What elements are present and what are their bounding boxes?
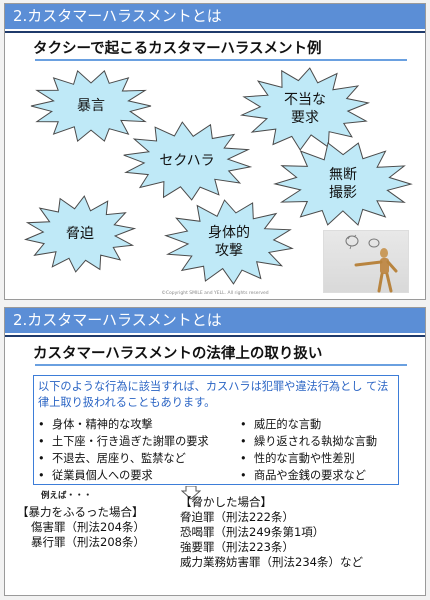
list-item: •従業員個人への要求 <box>38 469 153 482</box>
header-divider <box>5 335 425 337</box>
down-arrow-icon <box>181 486 201 500</box>
wooden-figure-photo <box>323 230 409 293</box>
list-item: •土下座・行き過ぎた謝罪の要求 <box>38 435 209 448</box>
section-header: 2.カスタマーハラスメントとは <box>5 4 425 29</box>
slide-subtitle: カスタマーハラスメントの法律上の取り扱い <box>33 346 323 362</box>
list-item: 威力業務妨害罪（刑法234条）など <box>180 555 363 569</box>
behavior-list-right: •威圧的な言動 •繰り返される執拗な言動 •性的な言動や性差別 •商品や金銭の要… <box>240 416 377 484</box>
burst-label: 暴言 <box>77 98 105 114</box>
burst-physical-attack: 身体的 攻撃 <box>164 199 294 285</box>
header-divider <box>5 31 425 33</box>
burst-shape <box>123 121 253 201</box>
burst-intimidation: 脅迫 <box>23 195 137 273</box>
case-heading: 【脅かした場合】 <box>180 495 272 509</box>
burst-label: 脅迫 <box>66 226 94 242</box>
list-item: 脅迫罪（刑法222条） <box>180 510 294 524</box>
burst-unreasonable-demand: 不当な 要求 <box>239 67 371 151</box>
burst-sexual-harassment: セクハラ <box>123 121 253 201</box>
burst-label: 身体的 攻撃 <box>208 225 250 259</box>
list-item: •性的な言動や性差別 <box>240 452 355 465</box>
list-item: •繰り返される執拗な言動 <box>240 435 378 448</box>
case-heading: 【暴力をふるった場合】 <box>17 505 144 519</box>
list-item: 強要罪（刑法223条） <box>180 540 294 554</box>
threat-case: 【脅かした場合】 脅迫罪（刑法222条） 恐喝罪（刑法249条第1項） 強要罪（… <box>180 495 363 570</box>
list-item: 恐喝罪（刑法249条第1項） <box>180 525 325 539</box>
burst-label: 無断 撮影 <box>329 167 357 201</box>
burst-verbal-abuse: 暴言 <box>30 69 152 142</box>
section-header: 2.カスタマーハラスメントとは <box>5 308 425 333</box>
burst-shape <box>30 69 152 142</box>
mannequin-icon <box>345 234 398 293</box>
burst-shape <box>239 67 371 151</box>
burst-label: セクハラ <box>159 153 215 169</box>
intro-text: 以下のような行為に該当すれば、カスハラは犯罪や違法行為とし て法律上取り扱われる… <box>38 380 389 409</box>
list-item: •不退去、居座り、監禁など <box>38 452 186 465</box>
burst-shape <box>23 195 137 273</box>
slide-subtitle: タクシーで起こるカスタマーハラスメント例 <box>33 41 322 57</box>
example-label: 例えば・・・ <box>41 491 93 501</box>
list-item: 暴行罪（刑法208条） <box>31 535 145 549</box>
subtitle-underline <box>35 364 407 366</box>
slide-legal-treatment: 2.カスタマーハラスメントとは カスタマーハラスメントの法律上の取り扱い 以下の… <box>4 307 426 596</box>
list-item: 傷害罪（刑法204条） <box>31 520 145 534</box>
list-item: •威圧的な言動 <box>240 418 322 431</box>
burst-label: 不当な 要求 <box>284 92 326 126</box>
list-item: •身体・精神的な攻撃 <box>38 418 153 431</box>
list-item: •商品や金銭の要求など <box>240 469 366 482</box>
burst-unauthorized-photo: 無断 撮影 <box>273 142 413 226</box>
subtitle-underline <box>35 59 407 61</box>
burst-shape <box>273 142 413 226</box>
copyright-notice: ©Copyright SMILE and YELL. All rights re… <box>161 291 269 296</box>
violence-case: 【暴力をふるった場合】 傷害罪（刑法204条） 暴行罪（刑法208条） <box>17 505 145 550</box>
burst-shape <box>164 199 294 285</box>
behavior-list-left: •身体・精神的な攻撃 •土下座・行き過ぎた謝罪の要求 •不退去、居座り、監禁など… <box>38 416 209 484</box>
slide-harassment-examples: 2.カスタマーハラスメントとは タクシーで起こるカスタマーハラスメント例 暴言 … <box>4 3 426 300</box>
legal-info-box: 以下のような行為に該当すれば、カスハラは犯罪や違法行為とし て法律上取り扱われる… <box>33 375 399 485</box>
